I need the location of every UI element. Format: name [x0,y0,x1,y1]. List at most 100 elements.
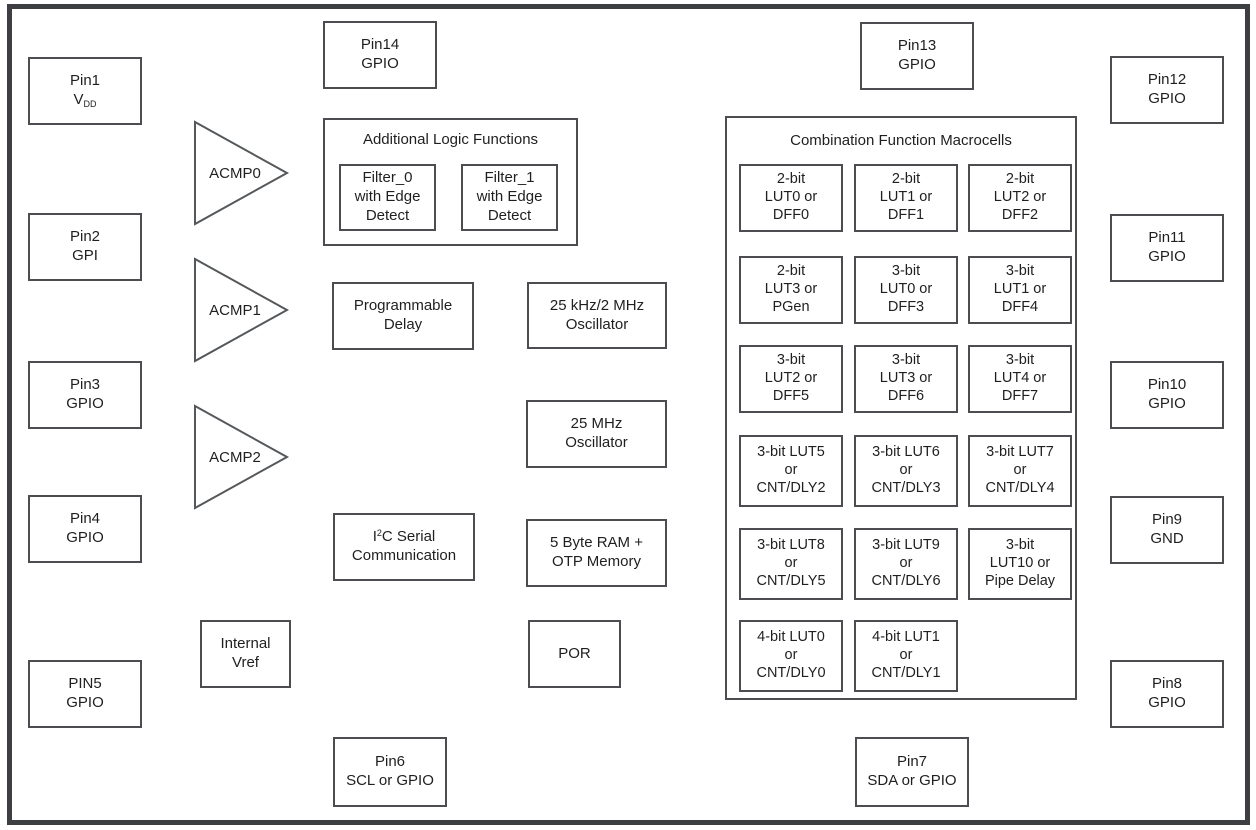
block-label: 5 Byte RAM + [550,534,643,552]
comparator-label: ACMP0 [209,164,261,182]
cell-line: DFF5 [772,387,810,404]
vdd-subscript: DD [83,98,97,109]
macrocell-3bit-lut7-cntdly4: 3-bit LUT7 or CNT/DLY4 [968,435,1072,507]
pin-name: Pin4 [69,510,101,528]
pin-box-pin6: Pin6 SCL or GPIO [333,737,447,807]
cell-line: CNT/DLY3 [871,479,941,496]
macrocell-3bit-lut0-dff3: 3-bit LUT0 or DFF3 [854,256,958,324]
cell-line: LUT0 or [764,189,818,206]
pin-function: VDD [73,90,97,109]
cell-line: 3-bit LUT9 [872,537,940,554]
pin-function: GPIO [66,395,104,412]
pin-box-pin8: Pin8 GPIO [1110,660,1224,728]
cell-line: DFF3 [887,298,925,315]
cell-line: DFF2 [1001,206,1039,223]
macrocell-4bit-lut1-cntdly1: 4-bit LUT1 or CNT/DLY1 [854,620,958,692]
pin-name: Pin10 [1147,376,1187,394]
pin-box-pin5: PIN5 GPIO [28,660,142,728]
block-label: Filter_0 [362,169,413,187]
pin-name: Pin14 [360,36,400,54]
cell-line: LUT1 or [993,281,1047,298]
block-label: Detect [365,206,410,224]
pin-box-pin1: Pin1 VDD [28,57,142,125]
cell-line: LUT4 or [993,370,1047,387]
por-block: POR [528,620,621,688]
group-title: Additional Logic Functions [362,131,539,148]
pin-name: Pin1 [69,71,101,89]
block-label: 25 kHz/2 MHz [549,296,645,314]
cell-line: DFF1 [887,206,925,223]
cell-line: LUT3 or [764,281,818,298]
cell-line: Pipe Delay [984,572,1056,589]
block-label: Detect [487,206,532,224]
macrocell-3bit-lut5-cntdly2: 3-bit LUT5 or CNT/DLY2 [739,435,843,507]
cell-line: 2-bit [1005,171,1035,188]
cell-line: LUT1 or [879,189,933,206]
pin-box-pin10: Pin10 GPIO [1110,361,1224,429]
cell-line: 3-bit [1005,537,1035,554]
pin-function: SDA or GPIO [867,772,957,789]
macrocell-3bit-lut1-dff4: 3-bit LUT1 or DFF4 [968,256,1072,324]
i2c-superscript: 2 [376,528,382,539]
pin-function: GPIO [361,55,399,72]
cell-line: DFF7 [1001,387,1039,404]
comparator-triangle-icon [194,257,290,363]
additional-logic-functions-group: Additional Logic Functions Filter_0 with… [323,118,578,246]
macrocell-2bit-lut3-pgen: 2-bit LUT3 or PGen [739,256,843,324]
i2c-serial-block: I2C Serial Communication [333,513,475,581]
block-label: 25 MHz [570,415,623,433]
cell-line: PGen [772,298,810,315]
cell-line: or [784,647,798,664]
pin-box-pin2: Pin2 GPI [28,213,142,281]
cell-line: LUT0 or [879,281,933,298]
cell-line: 2-bit [776,171,806,188]
macrocell-2bit-lut0-dff0: 2-bit LUT0 or DFF0 [739,164,843,232]
macrocell-4bit-lut0-cntdly0: 4-bit LUT0 or CNT/DLY0 [739,620,843,692]
cell-line: CNT/DLY6 [871,572,941,589]
cell-line: 3-bit [1005,352,1035,369]
macrocell-3bit-lut4-dff7: 3-bit LUT4 or DFF7 [968,345,1072,413]
comparator-triangle-icon [194,120,290,226]
cell-line: LUT10 or [989,555,1051,572]
acmp0-comparator: ACMP0 [193,120,291,226]
pin-function: GPIO [898,56,936,73]
block-label: Communication [351,547,457,564]
macrocell-3bit-lut6-cntdly3: 3-bit LUT6 or CNT/DLY3 [854,435,958,507]
pin-function: GPIO [66,529,104,546]
cell-line: or [784,555,798,572]
programmable-delay-block: Programmable Delay [332,282,474,350]
pin-function: GPIO [1148,395,1186,412]
macrocell-3bit-lut10-pipedelay: 3-bit LUT10 or Pipe Delay [968,528,1072,600]
pin-box-pin9: Pin9 GND [1110,496,1224,564]
cell-line: LUT2 or [993,189,1047,206]
block-label: OTP Memory [552,553,641,570]
block-label: Programmable [353,297,453,315]
acmp2-comparator: ACMP2 [193,404,291,510]
pin-name: Pin2 [69,228,101,246]
cell-line: CNT/DLY5 [756,572,826,589]
combination-function-macrocells-group: Combination Function Macrocells 2-bit LU… [725,116,1077,700]
cell-line: LUT3 or [879,370,933,387]
comparator-triangle-icon [194,404,290,510]
cell-line: 3-bit [891,263,921,280]
pin-name: Pin7 [896,753,928,771]
cell-line: 3-bit [776,352,806,369]
cell-line: 2-bit [891,171,921,188]
pin-name: Pin11 [1148,229,1186,247]
block-label: Internal [220,635,271,653]
group-title: Combination Function Macrocells [790,132,1012,149]
filter0-block: Filter_0 with Edge Detect [339,164,436,231]
pin-box-pin7: Pin7 SDA or GPIO [855,737,969,807]
cell-line: 3-bit LUT5 [757,444,825,461]
pin-function: GPIO [1148,248,1186,265]
cell-line: DFF4 [1001,298,1039,315]
acmp1-comparator: ACMP1 [193,257,291,363]
cell-line: DFF6 [887,387,925,404]
block-label: Oscillator [565,434,628,451]
cell-line: 3-bit LUT7 [986,444,1054,461]
macrocell-3bit-lut3-dff6: 3-bit LUT3 or DFF6 [854,345,958,413]
cell-line: CNT/DLY4 [985,479,1055,496]
cell-line: or [784,462,798,479]
block-label: with Edge [354,188,421,206]
macrocell-2bit-lut1-dff1: 2-bit LUT1 or DFF1 [854,164,958,232]
